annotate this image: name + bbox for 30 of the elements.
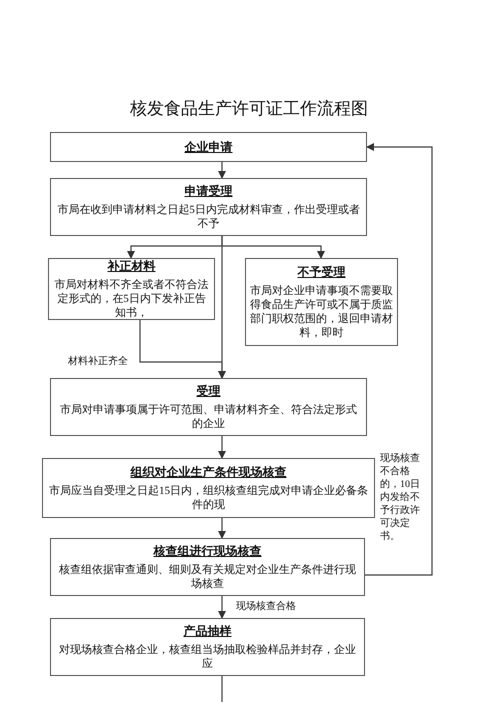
arrow: [218, 436, 226, 459]
arrow: [139, 320, 226, 379]
box-text: 对现场核查合格企业，核查组当场抽取检验样品并封存，企业应: [58, 642, 357, 670]
arrow: [218, 518, 226, 539]
process-box: [245, 258, 398, 346]
box-text: 市局在收到申请材料之日起5日内完成材料审查，作出受理或者不予: [56, 202, 361, 230]
process-box: [50, 178, 367, 236]
box-text: 市局应当自受理之日起15日内，组织核查组完成对申请企业必备条件的现: [48, 484, 369, 512]
diagram-title: 核发食品生产许可证工作流程图: [130, 98, 368, 120]
arrow: [365, 143, 433, 576]
box-text: 核查组依据审查通则、细则及有关规定对企业生产条件进行现场核查: [58, 562, 357, 590]
arrow: [218, 162, 226, 179]
box-heading: 核查组进行现场核查: [154, 544, 262, 558]
process-box: [42, 458, 375, 518]
box-text: 市局对材料不齐全或者不符合法定形式的，在5日内下发补正告知书，: [54, 278, 210, 320]
arrow: [218, 596, 226, 619]
box-heading: 组织对企业生产条件现场核查: [130, 464, 286, 480]
box-heading: 受理: [196, 384, 220, 398]
box-heading: 企业申请: [184, 140, 232, 154]
box-heading: 申请受理: [184, 184, 232, 198]
process-box: [50, 538, 365, 596]
box-heading: 产品抽样: [184, 624, 232, 638]
process-box: [50, 618, 365, 676]
box-heading: 补正材料: [108, 258, 156, 274]
process-box: [50, 132, 367, 162]
box-heading: 不予受理: [298, 264, 346, 280]
box-text: 市局对企业申请事项不需要取得食品生产许可或不属于质监部门职权范围的，退回申请材料，即时: [250, 284, 393, 340]
box-text: 市局对申请事项属于许可范围、申请材料齐全、符合法定形式的企业: [59, 402, 358, 430]
process-box: [48, 258, 215, 320]
process-box: [50, 378, 367, 436]
